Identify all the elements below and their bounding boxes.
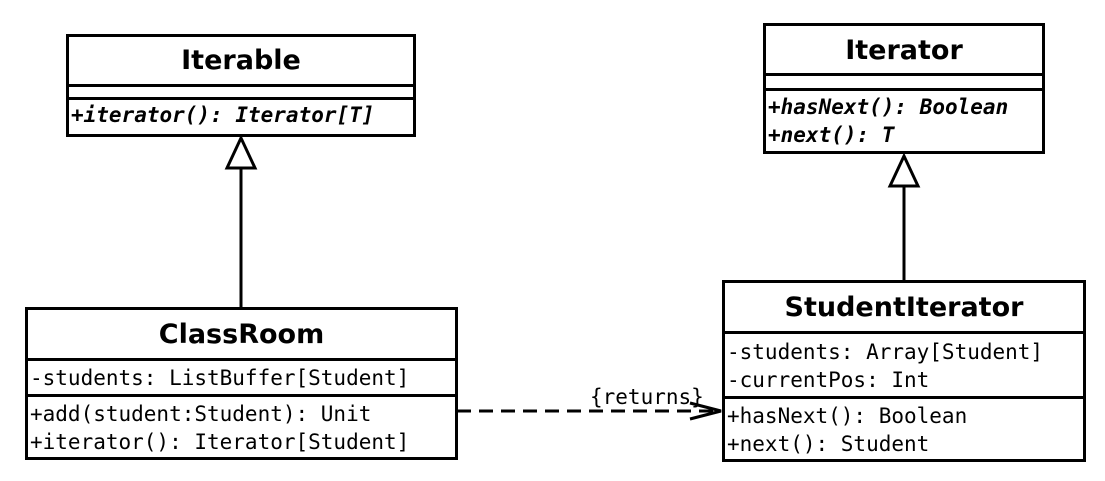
operation: +hasNext(): Boolean (768, 95, 1009, 119)
operation: +add(student:Student): Unit (30, 402, 372, 426)
returns-dependency-arrowhead (689, 401, 722, 421)
operation: +iterator(): Iterator[T] (71, 103, 375, 127)
class-name: ClassRoom (28, 310, 455, 361)
attributes-section: -students: ListBuffer[Student] (28, 361, 455, 397)
operations-section: +add(student:Student): Unit +iterator():… (28, 397, 455, 456)
attribute: -students: ListBuffer[Student] (30, 366, 410, 390)
operation: +next(): Student (727, 432, 930, 456)
attributes-section: -students: Array[Student] -currentPos: I… (725, 334, 1083, 399)
attributes-section (69, 87, 413, 100)
class-name: StudentIterator (725, 283, 1083, 334)
operations-section: +iterator(): Iterator[T] (69, 100, 413, 129)
class-iterator[interactable]: Iterator +hasNext(): Boolean +next(): T (763, 23, 1045, 154)
attributes-section (766, 76, 1042, 91)
class-name: Iterator (766, 26, 1042, 76)
attribute: -currentPos: Int (727, 368, 930, 392)
operation: +next(): T (768, 123, 895, 147)
class-classroom[interactable]: ClassRoom -students: ListBuffer[Student]… (25, 307, 458, 460)
studentiterator-iterator-arrowhead (887, 152, 921, 188)
operation: +hasNext(): Boolean (727, 404, 968, 428)
classroom-iterable-arrowhead (224, 134, 258, 170)
class-name: Iterable (69, 37, 413, 87)
operations-section: +hasNext(): Boolean +next(): T (766, 91, 1042, 149)
class-iterable[interactable]: Iterable +iterator(): Iterator[T] (66, 34, 416, 137)
returns-label: {returns} (590, 385, 704, 409)
attribute: -students: Array[Student] (727, 340, 1044, 364)
operations-section: +hasNext(): Boolean +next(): Student (725, 399, 1083, 458)
class-studentiterator[interactable]: StudentIterator -students: Array[Student… (722, 280, 1086, 462)
operation: +iterator(): Iterator[Student] (30, 430, 410, 454)
